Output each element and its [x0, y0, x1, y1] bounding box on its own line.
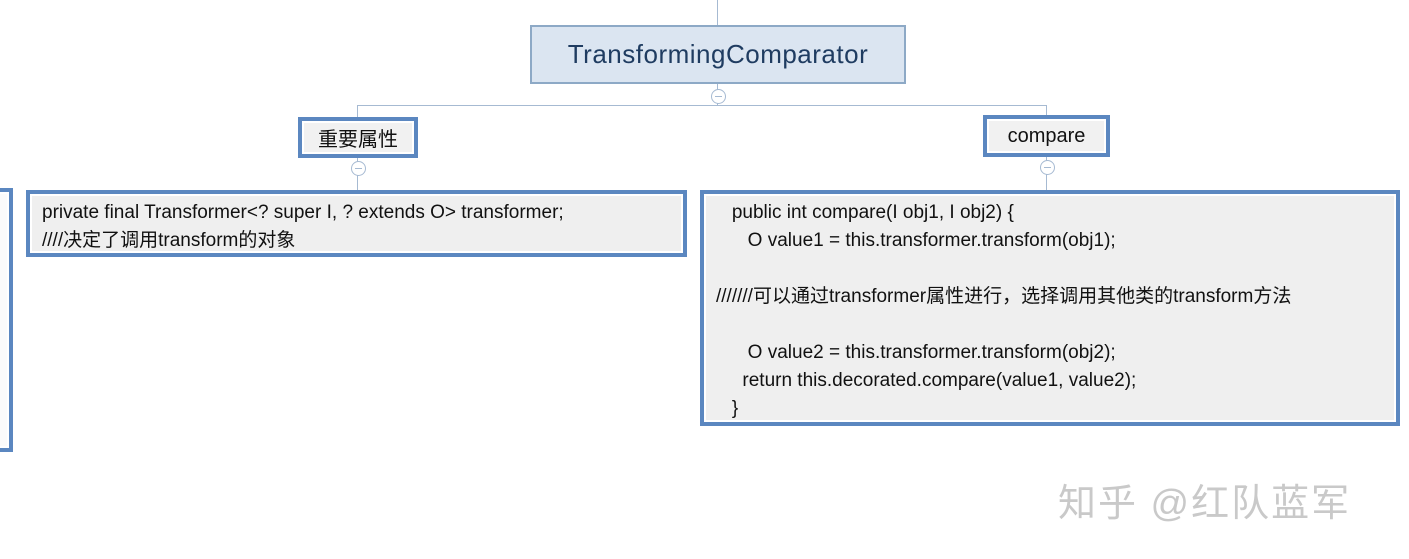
connector-root-top	[717, 0, 718, 25]
node-root-label: TransformingComparator	[567, 39, 869, 69]
code-box-compare[interactable]: public int compare(I obj1, I obj2) { O v…	[700, 190, 1400, 426]
minus-icon	[715, 96, 722, 97]
node-topic-label: 重要属性	[318, 129, 398, 151]
node-root[interactable]: TransformingComparator	[530, 25, 906, 84]
collapse-icon[interactable]	[1040, 160, 1055, 175]
code-text: private final Transformer<? super I, ? e…	[42, 202, 564, 251]
node-topic-important-attributes[interactable]: 重要属性	[298, 117, 418, 158]
collapse-icon[interactable]	[711, 89, 726, 104]
connector-branch-horizontal	[357, 105, 1047, 106]
code-text: public int compare(I obj1, I obj2) { O v…	[716, 202, 1292, 419]
collapse-icon[interactable]	[351, 161, 366, 176]
connector-branch-left-drop	[357, 105, 358, 118]
watermark: 知乎 @红队蓝军	[1058, 483, 1352, 525]
code-box-important-attributes[interactable]: private final Transformer<? super I, ? e…	[26, 190, 687, 257]
node-topic-label: compare	[1007, 124, 1086, 147]
minus-icon	[1044, 167, 1051, 168]
minus-icon	[355, 168, 362, 169]
node-offscreen-fragment[interactable]	[0, 188, 13, 452]
connector-branch-right-drop	[1046, 105, 1047, 116]
node-topic-compare[interactable]: compare	[983, 115, 1110, 157]
